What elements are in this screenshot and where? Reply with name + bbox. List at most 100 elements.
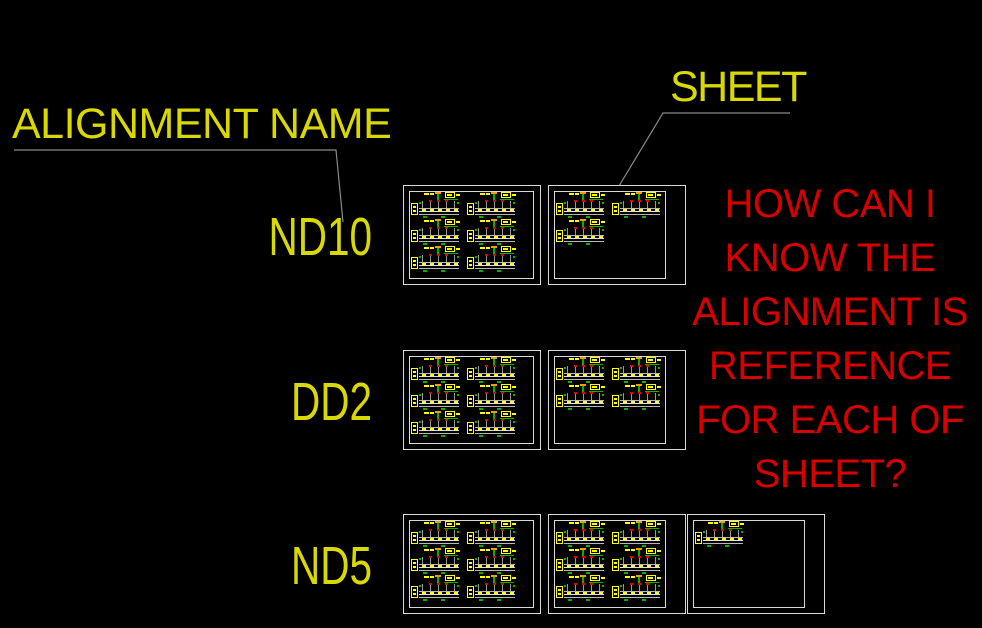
section-view-thumbnail[interactable]: [556, 192, 606, 218]
grid-post: [446, 530, 447, 538]
red-marker: [582, 529, 585, 531]
station-label: [430, 576, 434, 578]
section-view-thumbnail[interactable]: [612, 521, 662, 547]
grid-post: [591, 366, 592, 374]
section-view-thumbnail[interactable]: [556, 219, 606, 245]
section-view-thumbnail[interactable]: [695, 521, 745, 547]
section-title-underline: [444, 528, 458, 529]
alignment-name-annotation[interactable]: ALIGNMENT NAME: [12, 100, 392, 148]
section-title-underline: [444, 364, 458, 365]
sheet-outline-dd2-1[interactable]: [403, 350, 541, 450]
red-marker: [445, 529, 448, 531]
section-view-thumbnail[interactable]: [411, 192, 461, 218]
section-view-thumbnail[interactable]: [467, 384, 517, 410]
red-marker: [493, 529, 496, 531]
section-view-thumbnail[interactable]: [411, 384, 461, 410]
section-view-thumbnail[interactable]: [467, 411, 517, 437]
station-label: [430, 385, 434, 387]
section-title-text: [601, 386, 605, 388]
band-value: [639, 565, 643, 567]
section-view-thumbnail[interactable]: [411, 575, 461, 601]
datum-symbol-cap: [580, 219, 586, 221]
section-view-thumbnail[interactable]: [467, 219, 517, 245]
section-view-thumbnail[interactable]: [556, 357, 606, 383]
band-value: [623, 565, 627, 567]
red-marker: [574, 200, 577, 202]
section-view-thumbnail[interactable]: [411, 548, 461, 574]
green-tick: [457, 558, 459, 560]
grid-post: [575, 557, 576, 565]
section-view-thumbnail[interactable]: [556, 548, 606, 574]
section-title-box: [445, 384, 455, 390]
section-view-thumbnail[interactable]: [467, 357, 517, 383]
band-value: [478, 538, 482, 540]
band-value: [647, 538, 651, 540]
sheet-outline-dd2-2[interactable]: [548, 350, 686, 450]
band-value: [599, 209, 603, 211]
axis-label-text: [558, 593, 561, 595]
section-view-thumbnail[interactable]: [467, 521, 517, 547]
section-view-thumbnail[interactable]: [467, 192, 517, 218]
grid-post: [478, 255, 479, 263]
grid-post: [486, 393, 487, 401]
band-value: [623, 592, 627, 594]
section-view-thumbnail[interactable]: [411, 521, 461, 547]
section-view-thumbnail[interactable]: [556, 384, 606, 410]
green-tick: [602, 585, 604, 587]
section-view-thumbnail[interactable]: [411, 411, 461, 437]
section-title-box: [590, 219, 600, 225]
red-marker: [485, 200, 488, 202]
section-title-underline: [444, 555, 458, 556]
band-value: [454, 428, 458, 430]
band-line: [419, 567, 459, 568]
grid-post: [567, 201, 568, 209]
green-tick: [513, 394, 515, 396]
section-view-thumbnail[interactable]: [467, 575, 517, 601]
red-marker: [638, 365, 641, 367]
alignment-label-nd5[interactable]: ND5: [290, 536, 372, 596]
section-title-text: [657, 523, 661, 525]
datum-symbol-stem: [437, 221, 439, 228]
section-title-underline: [589, 391, 603, 392]
band-value: [575, 236, 579, 238]
section-view-thumbnail[interactable]: [411, 219, 461, 245]
section-view-thumbnail[interactable]: [556, 575, 606, 601]
grid-post: [486, 584, 487, 592]
band-value: [454, 209, 458, 211]
sheet-inner-border: [554, 520, 666, 608]
section-view-thumbnail[interactable]: [467, 246, 517, 272]
grid-post: [502, 201, 503, 209]
section-view-thumbnail[interactable]: [612, 357, 662, 383]
green-tick: [419, 585, 421, 587]
sheet-outline-nd5-1[interactable]: [403, 514, 541, 614]
sheet-annotation[interactable]: SHEET: [670, 63, 807, 111]
axis-label-text: [558, 371, 561, 373]
band-value: [655, 538, 659, 540]
question-line: ALIGNMENT IS: [692, 290, 968, 334]
section-view-thumbnail[interactable]: [612, 384, 662, 410]
section-title-box: [590, 575, 600, 581]
section-view-thumbnail[interactable]: [411, 246, 461, 272]
band-line: [475, 241, 515, 242]
section-view-thumbnail[interactable]: [612, 192, 662, 218]
section-title-text: [657, 359, 661, 361]
section-view-thumbnail[interactable]: [612, 548, 662, 574]
sheet-outline-nd10-1[interactable]: [403, 185, 541, 285]
alignment-label-nd10[interactable]: ND10: [268, 207, 372, 267]
sheet-outline-nd5-3[interactable]: [687, 514, 825, 614]
section-view-thumbnail[interactable]: [467, 548, 517, 574]
green-tick: [419, 531, 421, 533]
sheet-outline-nd10-2[interactable]: [548, 185, 686, 285]
sheet-leader-line[interactable]: [618, 112, 790, 187]
red-marker: [437, 583, 440, 585]
datum-symbol-stem: [493, 550, 495, 557]
band-line: [620, 400, 660, 401]
section-view-thumbnail[interactable]: [612, 575, 662, 601]
section-view-thumbnail[interactable]: [556, 521, 606, 547]
band-line: [703, 540, 743, 541]
alignment-label-dd2[interactable]: DD2: [290, 372, 372, 432]
sheet-outline-nd5-2[interactable]: [548, 514, 686, 614]
section-view-thumbnail[interactable]: [411, 357, 461, 383]
